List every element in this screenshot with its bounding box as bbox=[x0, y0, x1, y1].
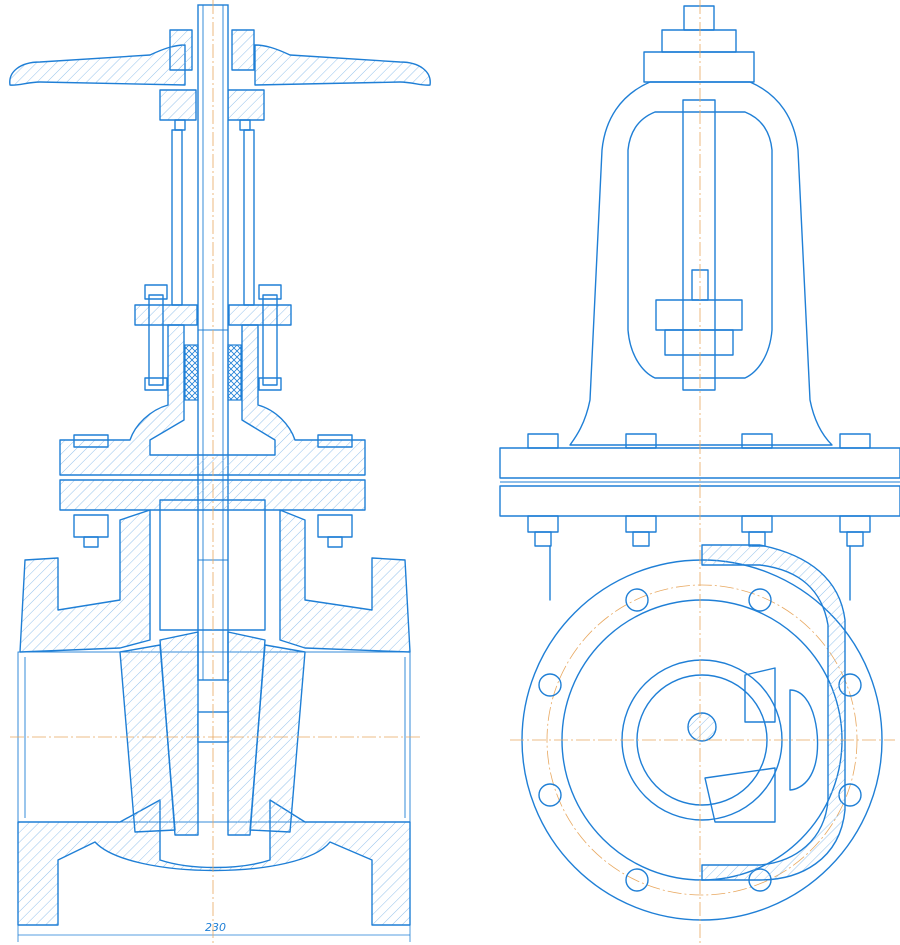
dimension-230: 230 bbox=[17, 921, 411, 942]
dimension-label: 230 bbox=[205, 921, 226, 934]
gland-packing bbox=[134, 284, 292, 401]
section-view: 230 bbox=[9, 0, 431, 945]
side-view bbox=[499, 0, 900, 945]
body-flange bbox=[59, 479, 366, 548]
yoke bbox=[569, 81, 833, 446]
wedge-gate bbox=[119, 499, 306, 836]
handwheel bbox=[9, 29, 431, 131]
top-nut bbox=[643, 5, 755, 83]
cutaway bbox=[701, 544, 846, 881]
valve-body bbox=[17, 509, 411, 926]
bonnet bbox=[59, 324, 366, 476]
